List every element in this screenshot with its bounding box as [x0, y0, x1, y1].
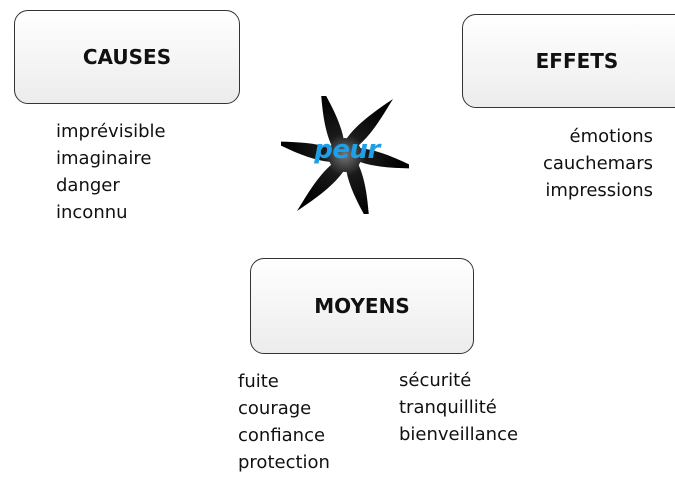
black-swirl-icon: [281, 96, 409, 214]
effets-list: émotions cauchemars impressions: [543, 123, 653, 204]
list-item: tranquillité: [399, 397, 497, 418]
effets-box: EFFETS: [462, 14, 675, 108]
list-item: cauchemars: [542, 153, 653, 174]
moyens-list-left: fuite courage confiance protection: [238, 368, 330, 476]
list-item: inconnu: [56, 202, 128, 223]
list-item: bienveillance: [399, 424, 519, 445]
moyens-title: MOYENS: [314, 294, 410, 318]
list-item: danger: [56, 175, 120, 196]
moyens-list-right: sécurité tranquillité bienveillance: [399, 367, 518, 448]
list-item: imprévisible: [56, 121, 166, 142]
list-item: fuite: [238, 371, 279, 392]
list-item: confiance: [238, 425, 326, 446]
causes-title: CAUSES: [82, 45, 172, 69]
moyens-box: MOYENS: [250, 258, 474, 354]
list-item: protection: [238, 452, 330, 473]
causes-list: imprévisible imaginaire danger inconnu: [56, 118, 166, 226]
list-item: imaginaire: [56, 148, 152, 169]
list-item: sécurité: [399, 370, 472, 391]
list-item: courage: [238, 398, 312, 419]
list-item: émotions: [569, 126, 653, 147]
list-item: impressions: [545, 180, 653, 201]
causes-box: CAUSES: [14, 10, 240, 104]
center-label-peur: peur: [314, 135, 380, 165]
effets-title: EFFETS: [535, 49, 619, 73]
